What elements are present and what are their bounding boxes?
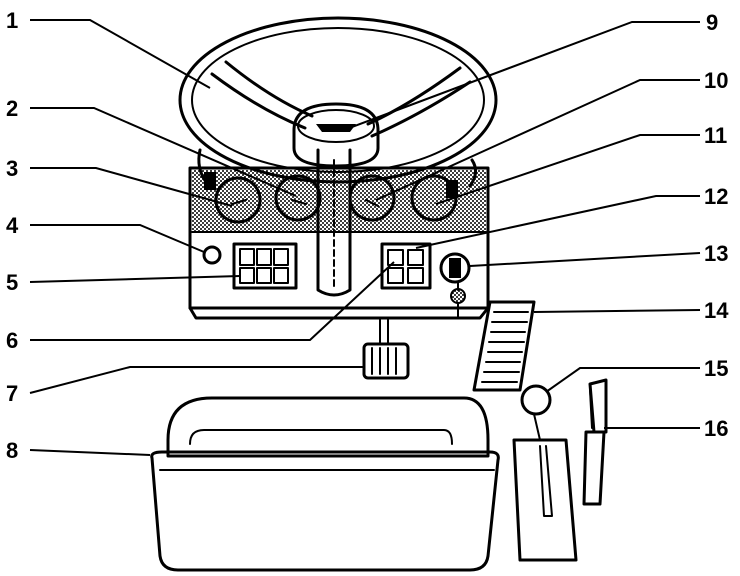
callout-15: 15: [704, 356, 728, 381]
operator-seat: [152, 398, 499, 570]
callout-10: 10: [704, 68, 728, 93]
callout-6: 6: [6, 328, 18, 353]
gear-lever: [514, 386, 576, 560]
callout-11: 11: [704, 123, 727, 148]
leader-5: [30, 276, 240, 282]
leader-6: [30, 262, 394, 340]
leader-1: [30, 20, 210, 88]
leader-lines: [30, 20, 700, 455]
callout-2: 2: [6, 96, 18, 121]
leader-9: [344, 22, 700, 130]
pedal: [364, 318, 408, 378]
indicator-lamp: [204, 247, 220, 263]
callout-16: 16: [704, 416, 728, 441]
callout-9: 9: [706, 10, 718, 35]
leader-8: [30, 450, 150, 455]
callout-8: 8: [6, 438, 18, 463]
callout-1: 1: [6, 8, 18, 33]
callout-3: 3: [6, 156, 18, 181]
callout-7: 7: [6, 381, 18, 406]
callout-14: 14: [704, 298, 729, 323]
leader-15: [546, 368, 700, 392]
callout-13: 13: [704, 241, 728, 266]
callout-4: 4: [6, 213, 19, 238]
hand-lever: [584, 380, 606, 504]
callout-12: 12: [704, 184, 728, 209]
leader-13: [470, 253, 700, 266]
leader-14: [534, 310, 700, 312]
callout-numbers: 1 2 3 4 5 6 7 8 9 10 11 12 13 14 15 16: [6, 8, 729, 463]
leader-4: [30, 225, 204, 252]
warning-light-cluster-left: [234, 244, 296, 288]
callout-5: 5: [6, 270, 18, 295]
leader-7: [30, 367, 364, 393]
